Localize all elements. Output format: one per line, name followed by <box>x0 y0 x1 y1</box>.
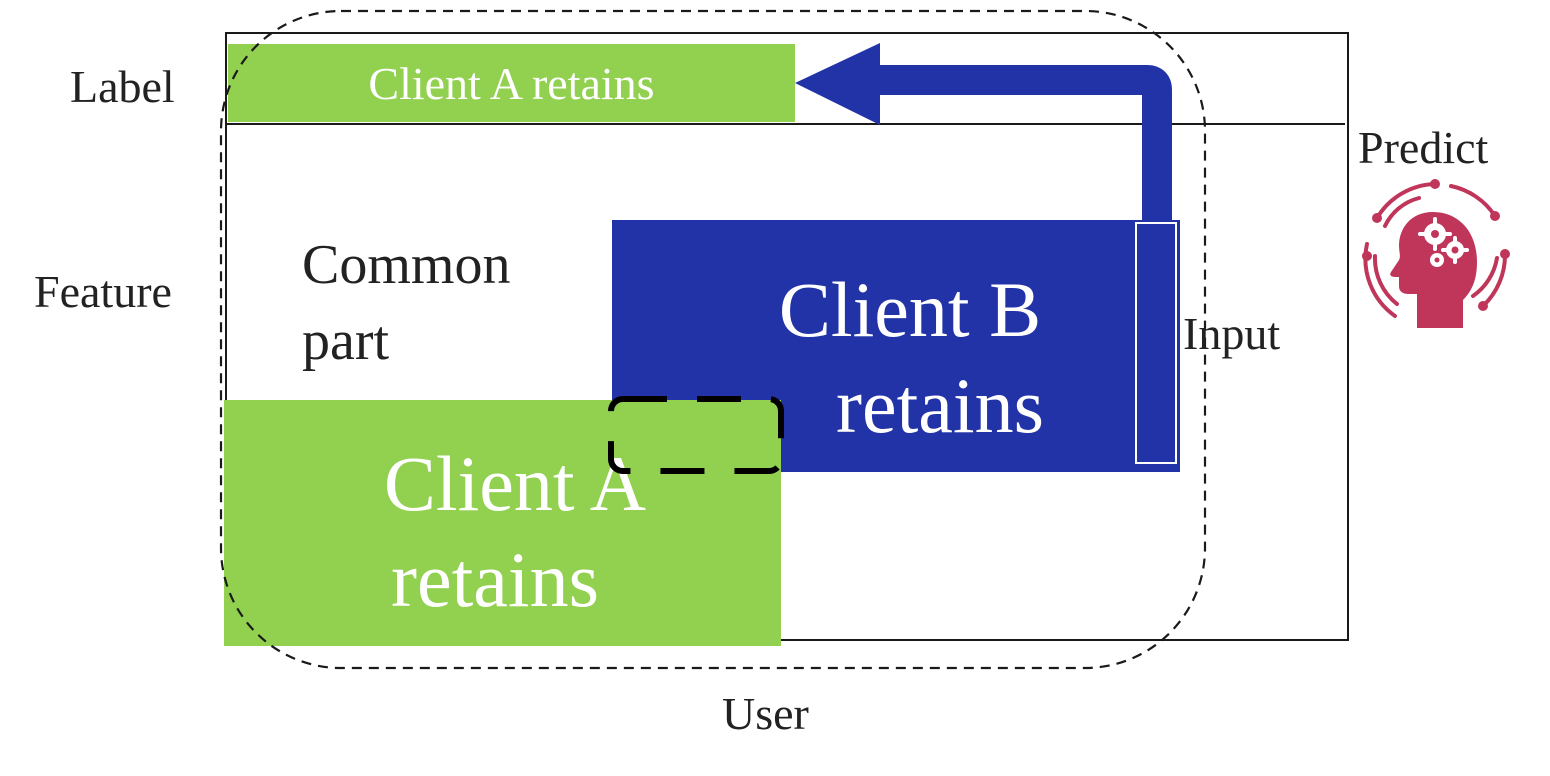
label-feature-divider <box>225 123 1345 125</box>
vertical-fl-scope-outline <box>219 9 1207 670</box>
client-a-text: Client A retains <box>310 436 690 628</box>
client-b-line-2: retains <box>836 362 1044 449</box>
client-b-line-1: Client B <box>778 266 1042 353</box>
arrow-head <box>795 43 880 125</box>
arrow-shaft <box>875 65 1172 220</box>
data-matrix-frame <box>225 32 1349 641</box>
client-a-line-2: retains <box>391 536 599 623</box>
label-block-client-a <box>228 44 795 122</box>
label-block-text: Client A retains <box>368 57 655 109</box>
common-part-line-1: Common <box>302 234 511 296</box>
client-b-text: Client B retains <box>700 262 1120 454</box>
input-strip <box>1135 222 1177 464</box>
client-a-block <box>224 400 781 646</box>
overlap-region-box <box>608 396 784 474</box>
client-a-line-1: Client A <box>383 440 647 527</box>
prediction-arrow <box>795 43 1172 220</box>
user-axis-title: User <box>722 688 809 739</box>
label-row-title: Label <box>70 61 175 112</box>
common-part-line-2: part <box>302 310 390 372</box>
input-label: Input <box>1183 308 1281 359</box>
brain-gears-icon <box>1362 179 1510 328</box>
predict-label: Predict <box>1358 122 1489 173</box>
feature-row-title: Feature <box>34 266 172 317</box>
common-part-text: Common part <box>302 227 510 379</box>
